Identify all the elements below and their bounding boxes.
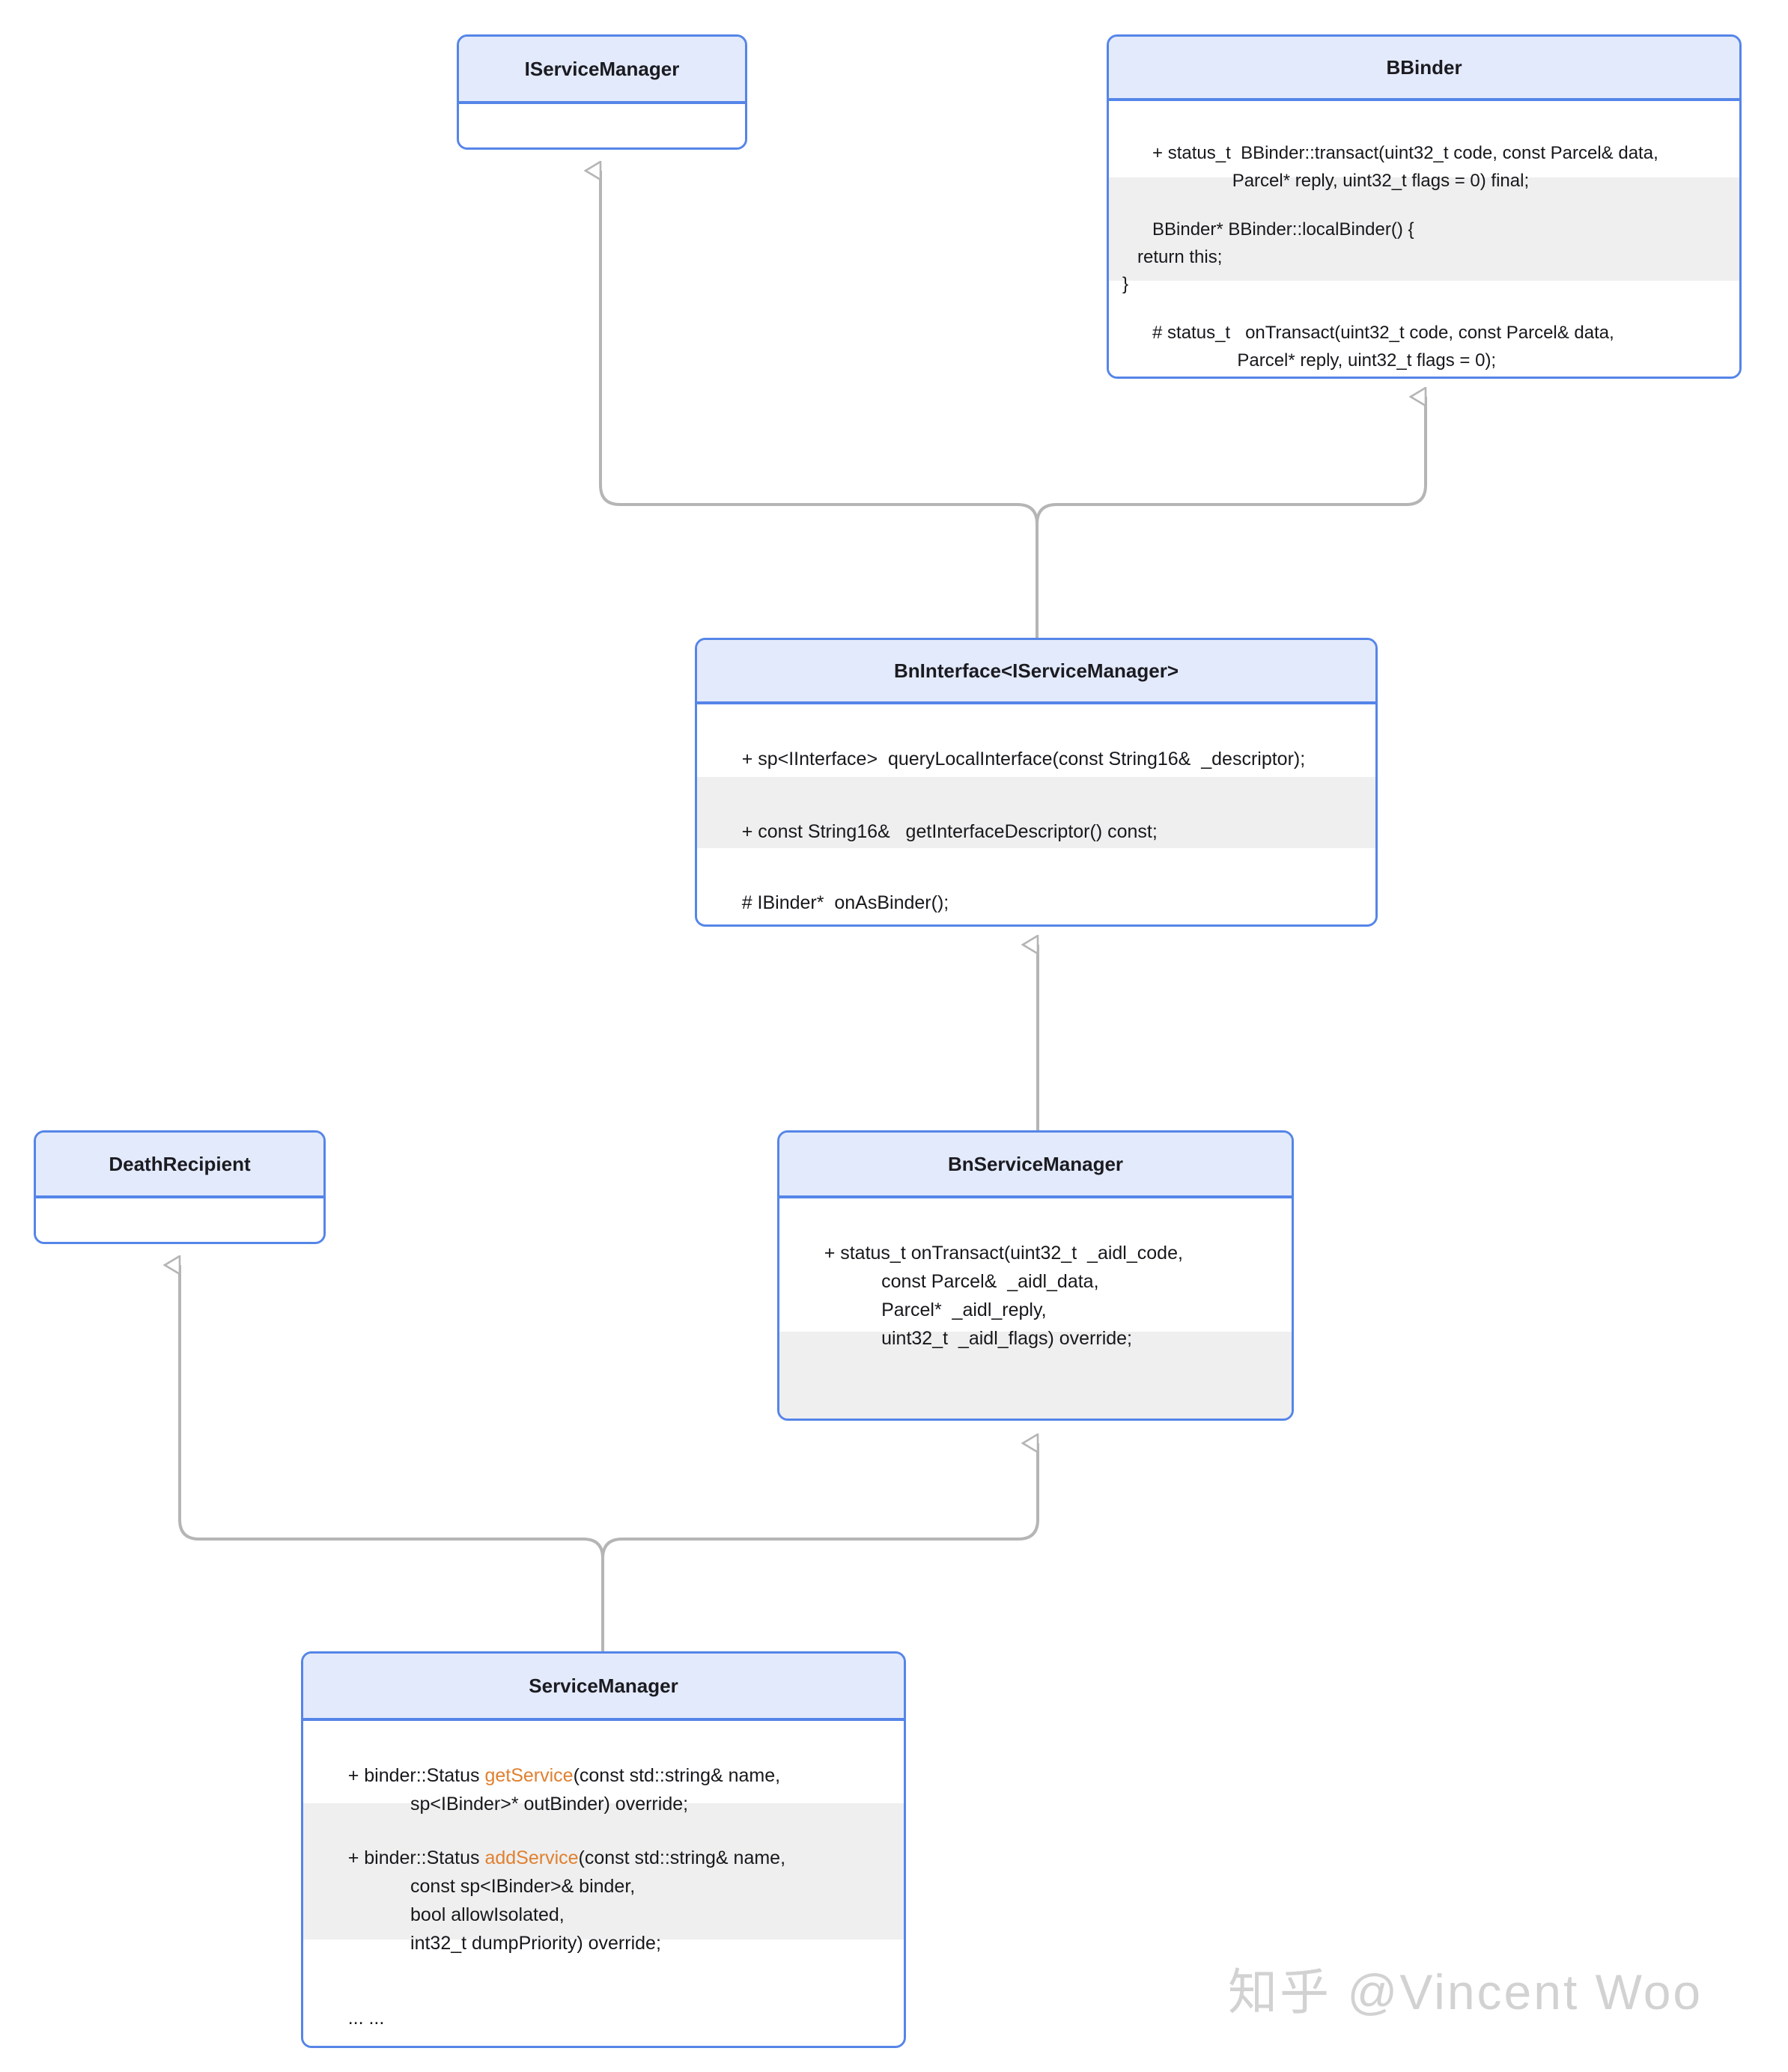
class-title: BnServiceManager (947, 1152, 1124, 1175)
class-title: DeathRecipient (109, 1152, 251, 1175)
class-header-deathrecipient: DeathRecipient (36, 1133, 323, 1198)
class-compartment: ... ... (303, 1940, 904, 2046)
compartment-text: ... ... (79, 1236, 115, 1242)
class-compartment: # IBinder* onAsBinder(); (697, 848, 1375, 923)
compartment-segment: (const std::string& name, sp<IBinder>* o… (410, 1765, 781, 1814)
class-compartment: + binder::Status addService(const std::s… (303, 1803, 904, 1954)
compartment-text: ... ... (347, 2008, 385, 2029)
class-compartment: ... ... (779, 1332, 1292, 1421)
compartment-segment: (const std::string& name, const sp<IBind… (410, 1847, 786, 1954)
class-box-bnservicemanager[interactable]: BnServiceManager + status_t onTransact(u… (777, 1130, 1294, 1421)
compartment-text: BBinder* BBinder::localBinder() { return… (1122, 219, 1414, 295)
class-compartment: + status_t BBinder::transact(uint32_t co… (1109, 101, 1739, 191)
compartment-text: # status_t onTransact(uint32_t code, con… (1152, 323, 1614, 371)
compartment-text: ... ... (502, 141, 538, 147)
class-compartment: ... ... (459, 104, 745, 147)
class-compartment: BBinder* BBinder::localBinder() { return… (1109, 177, 1739, 294)
class-box-iservicemanager[interactable]: IServiceManager ... ... (457, 34, 747, 150)
class-box-bbinder[interactable]: BBinder + status_t BBinder::transact(uin… (1107, 34, 1742, 379)
class-header-bbinder: BBinder (1109, 37, 1739, 101)
compartment-text: # IBinder* onAsBinder(); (741, 892, 949, 913)
compartment-segment: + binder::Status (347, 1847, 485, 1868)
method-name-getservice: getService (484, 1765, 574, 1786)
class-box-bninterface[interactable]: BnInterface<IServiceManager> + sp<IInter… (695, 638, 1378, 927)
class-compartment: # status_t onTransact(uint32_t code, con… (1109, 281, 1739, 377)
watermark: 知乎 @Vincent Woo (1228, 1964, 1703, 2020)
class-header-servicemanager: ServiceManager (303, 1654, 904, 1721)
class-box-deathrecipient[interactable]: DeathRecipient ... ... (34, 1130, 326, 1244)
method-name-addservice: addService (484, 1847, 579, 1868)
compartment-text: + const String16& getInterfaceDescriptor… (741, 821, 1158, 842)
class-title: IServiceManager (524, 57, 680, 80)
class-compartment: + status_t onTransact(uint32_t _aidl_cod… (779, 1198, 1292, 1349)
class-title: ServiceManager (529, 1674, 678, 1697)
class-box-servicemanager[interactable]: ServiceManager + binder::Status getServi… (301, 1651, 906, 2048)
class-compartment: ... ... (36, 1198, 323, 1242)
class-title: BnInterface<IServiceManager> (893, 659, 1179, 682)
compartment-text: + status_t BBinder::transact(uint32_t co… (1152, 143, 1658, 191)
compartment-segment: + binder::Status (347, 1765, 485, 1786)
class-header-bninterface: BnInterface<IServiceManager> (697, 640, 1375, 704)
class-header-bnservicemanager: BnServiceManager (779, 1133, 1292, 1198)
class-compartment: + sp<IInterface> queryLocalInterface(con… (697, 704, 1375, 777)
class-compartment: + binder::Status getService(const std::s… (303, 1721, 904, 1814)
compartment-text: + status_t onTransact(uint32_t _aidl_cod… (824, 1243, 1183, 1349)
compartment-text: + sp<IInterface> queryLocalInterface(con… (741, 749, 1306, 770)
class-header-iservicemanager: IServiceManager (459, 37, 745, 104)
class-title: BBinder (1386, 55, 1462, 79)
class-compartment: + const String16& getInterfaceDescriptor… (697, 777, 1375, 848)
compartment-text: ... ... (824, 1410, 861, 1421)
